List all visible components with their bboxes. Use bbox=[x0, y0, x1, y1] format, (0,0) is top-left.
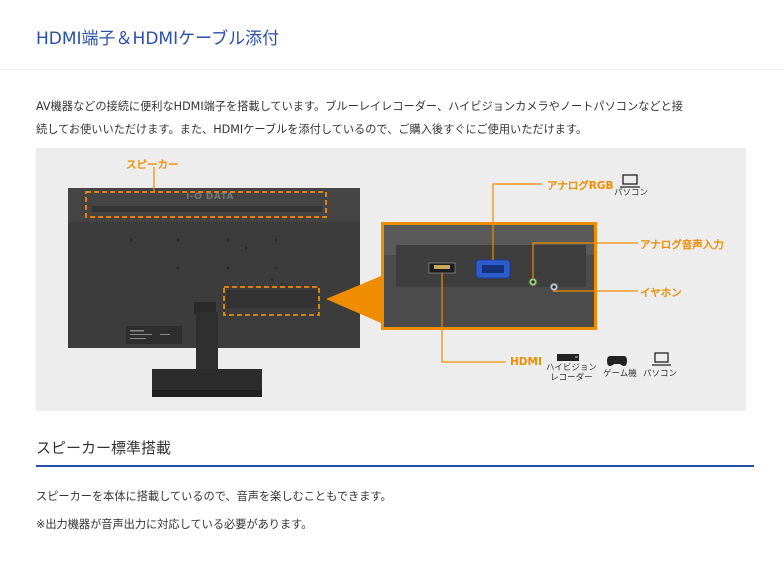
intro-text-line-2: 続してお使いいただけます。また、HDMIケーブルを添付しているので、ご購入後すぐ… bbox=[36, 123, 588, 136]
port-leader-lines bbox=[441, 183, 638, 363]
monitor-port-strip bbox=[226, 290, 318, 308]
speaker-label: スピーカー bbox=[126, 159, 179, 171]
monitor-rear-figure: スピーカー I-O DATA アナログRGB アナログ音声入力 イヤホン HDM… bbox=[36, 148, 746, 411]
section-divider bbox=[36, 465, 754, 467]
speaker-highlight-box bbox=[85, 191, 327, 218]
intro-text-line-1: AV機器などの接続に便利なHDMI端子を搭載しています。ブルーレイレコーダー、ハ… bbox=[36, 100, 683, 113]
laptop-icon bbox=[620, 174, 640, 188]
section-title: スピーカー標準搭載 bbox=[36, 439, 172, 457]
port-highlight-box bbox=[223, 286, 320, 316]
zoom-pointer bbox=[326, 276, 381, 323]
page-title: HDMI端子＆HDMIケーブル添付 bbox=[36, 29, 280, 49]
speaker-text-line-1: スピーカーを本体に搭載しているので、音声を楽しむこともできます。 bbox=[36, 490, 392, 503]
device-label-pc-bottom: パソコン bbox=[643, 369, 678, 379]
brand-logo: I-O DATA bbox=[186, 192, 235, 202]
device-label-recorder: ハイビジョン レコーダー bbox=[546, 363, 597, 383]
screw-holes bbox=[129, 238, 284, 286]
laptop-icon bbox=[652, 352, 671, 366]
rating-label-text bbox=[130, 330, 170, 339]
device-label-game: ゲーム機 bbox=[603, 369, 637, 379]
earphone-label: イヤホン bbox=[640, 287, 682, 299]
monitor-illustration bbox=[68, 167, 671, 397]
analog-rgb-label: アナログRGB bbox=[547, 180, 614, 192]
device-label-pc-top: パソコン bbox=[614, 188, 649, 198]
gamepad-icon bbox=[607, 356, 627, 366]
speaker-grille bbox=[92, 206, 322, 212]
title-divider bbox=[0, 69, 784, 70]
stand-mount bbox=[194, 302, 216, 314]
analog-audio-label: アナログ音声入力 bbox=[640, 239, 724, 251]
hdmi-label: HDMI bbox=[510, 356, 542, 368]
stand-neck bbox=[196, 312, 218, 372]
recorder-icon bbox=[557, 354, 579, 361]
speaker-text-line-2: ※出力機器が音声出力に対応している必要があります。 bbox=[36, 518, 313, 531]
